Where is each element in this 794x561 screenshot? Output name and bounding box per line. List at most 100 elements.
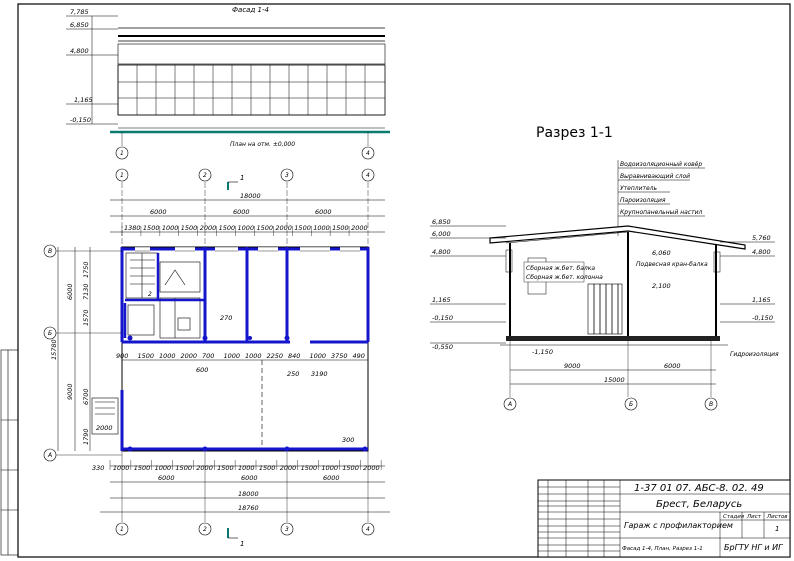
plan-top-part: 1500: [143, 224, 160, 232]
section-axis-Б: Б: [624, 397, 638, 411]
section-layer: Водоизоляционный ковёр: [620, 161, 702, 168]
plan-left-span-1: 6000: [66, 283, 74, 300]
plan-top-part: 1000: [313, 224, 330, 232]
section-mark-right: 1,165: [752, 296, 771, 304]
plan-bottom-part: 2000: [363, 464, 380, 472]
section-mark-right: -0,150: [752, 314, 773, 322]
plan-mid-dim: 2250: [267, 352, 284, 360]
plan-bottom-part: 1000: [155, 464, 172, 472]
plan-axis-bottom-3: 3: [280, 522, 294, 536]
plan-mid-dim: 840: [288, 352, 300, 360]
plan-dim-2000: 2000: [96, 424, 113, 432]
plan-top-part: 1000: [162, 224, 179, 232]
plan-top-part: 2000: [200, 224, 217, 232]
plan-mid-dim: 1000: [245, 352, 262, 360]
plan-left-total: 15780: [50, 339, 58, 360]
drawing-frame: [17, 3, 791, 558]
plan-top-span: 6000: [233, 208, 250, 216]
plan-bottom-span: 6000: [158, 474, 175, 482]
section-mark-right: 5,760: [752, 234, 771, 242]
facade-axis-4: 4: [366, 150, 370, 157]
plan-top-part: 1500: [219, 224, 236, 232]
plan-mid-dim: 490: [353, 352, 365, 360]
plan-bottom-part: 2000: [196, 464, 213, 472]
plan-top-part: 2000: [351, 224, 368, 232]
plan-axis-bottom-2-label: 2: [203, 526, 207, 533]
section-mark-left: -0,150: [432, 314, 453, 322]
plan-top-part: 2000: [275, 224, 292, 232]
plan-bottom-part: 1500: [217, 464, 234, 472]
plan-axis-side-Б: Б: [43, 326, 57, 340]
stamp-sheet-desc: Фасад 1-4, План, Разрез 1-1: [622, 546, 703, 552]
section-mark-left: 6,850: [432, 218, 451, 226]
section-note-beam: Сборная ж.бет. балка: [526, 265, 595, 272]
section-mark-1150: -1,150: [532, 348, 553, 356]
facade-axis-1: 1: [120, 150, 124, 157]
section-mark-left: -0,550: [432, 343, 453, 351]
plan-bottom-part: 1000: [238, 464, 255, 472]
facade-mark-1: 7,785: [70, 8, 89, 16]
stamp-header-sheet: Лист: [746, 514, 762, 520]
plan-axis-bottom-1-label: 1: [120, 526, 124, 533]
section-mark-left: 1,165: [432, 296, 451, 304]
stamp-city: Брест, Беларусь: [656, 499, 742, 510]
plan-left-part: 1750: [82, 261, 90, 278]
section-axis-В-label: В: [709, 401, 713, 408]
plan-axis-top-4-label: 4: [366, 172, 370, 179]
section-axis-А-label: А: [507, 401, 512, 408]
plan-left-part: 6700: [82, 388, 90, 405]
facade-title: Фасад 1-4: [232, 6, 269, 14]
plan-left-part: 1570: [82, 309, 90, 326]
plan-top-span: 6000: [150, 208, 167, 216]
plan-bottom-part: 2000: [280, 464, 297, 472]
plan-axis-side-А-label: А: [47, 452, 52, 459]
section-mark-2100: 2,100: [652, 282, 671, 290]
plan-axis-top-4: 4: [361, 168, 375, 182]
side-stamp: [0, 349, 19, 556]
plan-dim-250: 250: [287, 370, 299, 378]
plan-bottom-part: 330: [92, 464, 104, 472]
section-mark-right: 4,800: [752, 248, 771, 256]
plan-mid-dim: 2000: [181, 352, 198, 360]
stamp-sheet-num: 1: [775, 525, 779, 533]
plan-bottom-part: 1500: [301, 464, 318, 472]
section-note-crane: Подвесная кран-балка: [636, 261, 708, 268]
plan-dim-3190: 3190: [311, 370, 328, 378]
section-title: Разрез 1-1: [536, 125, 613, 141]
plan-axis-top-3: 3: [280, 168, 294, 182]
plan-mid-dim: 1000: [224, 352, 241, 360]
plan-mid-dim: 700: [202, 352, 214, 360]
section-axis-А: А: [503, 397, 517, 411]
plan-mid-dim: 1500: [138, 352, 155, 360]
section-layer: Крупнопанельный настил: [620, 209, 702, 216]
plan-dim-270: 270: [220, 314, 232, 322]
facade-mark-4: 1,165: [74, 96, 93, 104]
plan-bottom-part: 1500: [342, 464, 359, 472]
section-layer: Выравнивающий слой: [620, 173, 690, 180]
plan-axis-bottom-1: 1: [115, 522, 129, 536]
plan-mid-dim: 3750: [331, 352, 348, 360]
plan-axis-side-Б-label: Б: [48, 330, 52, 337]
plan-left-span-2: 9000: [66, 383, 74, 400]
plan-bottom-span: 6000: [241, 474, 258, 482]
plan-bottom-part: 1500: [134, 464, 151, 472]
section-layer: Пароизоляция: [620, 197, 666, 204]
plan-mid-dim: 900: [116, 352, 128, 360]
plan-axis-bottom-3-label: 3: [285, 526, 289, 533]
cut-label-top: 1: [240, 174, 244, 182]
plan-top-part: 1500: [256, 224, 273, 232]
facade-mark-3: 4,800: [70, 47, 89, 55]
plan-axis-side-В: В: [43, 244, 57, 258]
section-layer: Утеплитель: [620, 185, 658, 192]
stamp-code: 1-37 01 07. АБС-8. 02. 49: [634, 483, 764, 494]
plan-mid-dim: 1000: [310, 352, 327, 360]
plan-axis-bottom-4-label: 4: [366, 526, 370, 533]
plan-top-part: 1500: [294, 224, 311, 232]
plan-bottom-part: 1500: [175, 464, 192, 472]
section-1-1: Разрез 1-1 Водоизоляционный ковёрВыравни…: [430, 125, 779, 411]
section-mark-left: 6,000: [432, 230, 451, 238]
plan-axis-top-2-label: 2: [203, 172, 207, 179]
section-axis-Б-label: Б: [629, 401, 633, 408]
plan-axis-bottom-2: 2: [198, 522, 212, 536]
plan-bottom-span: 6000: [323, 474, 340, 482]
